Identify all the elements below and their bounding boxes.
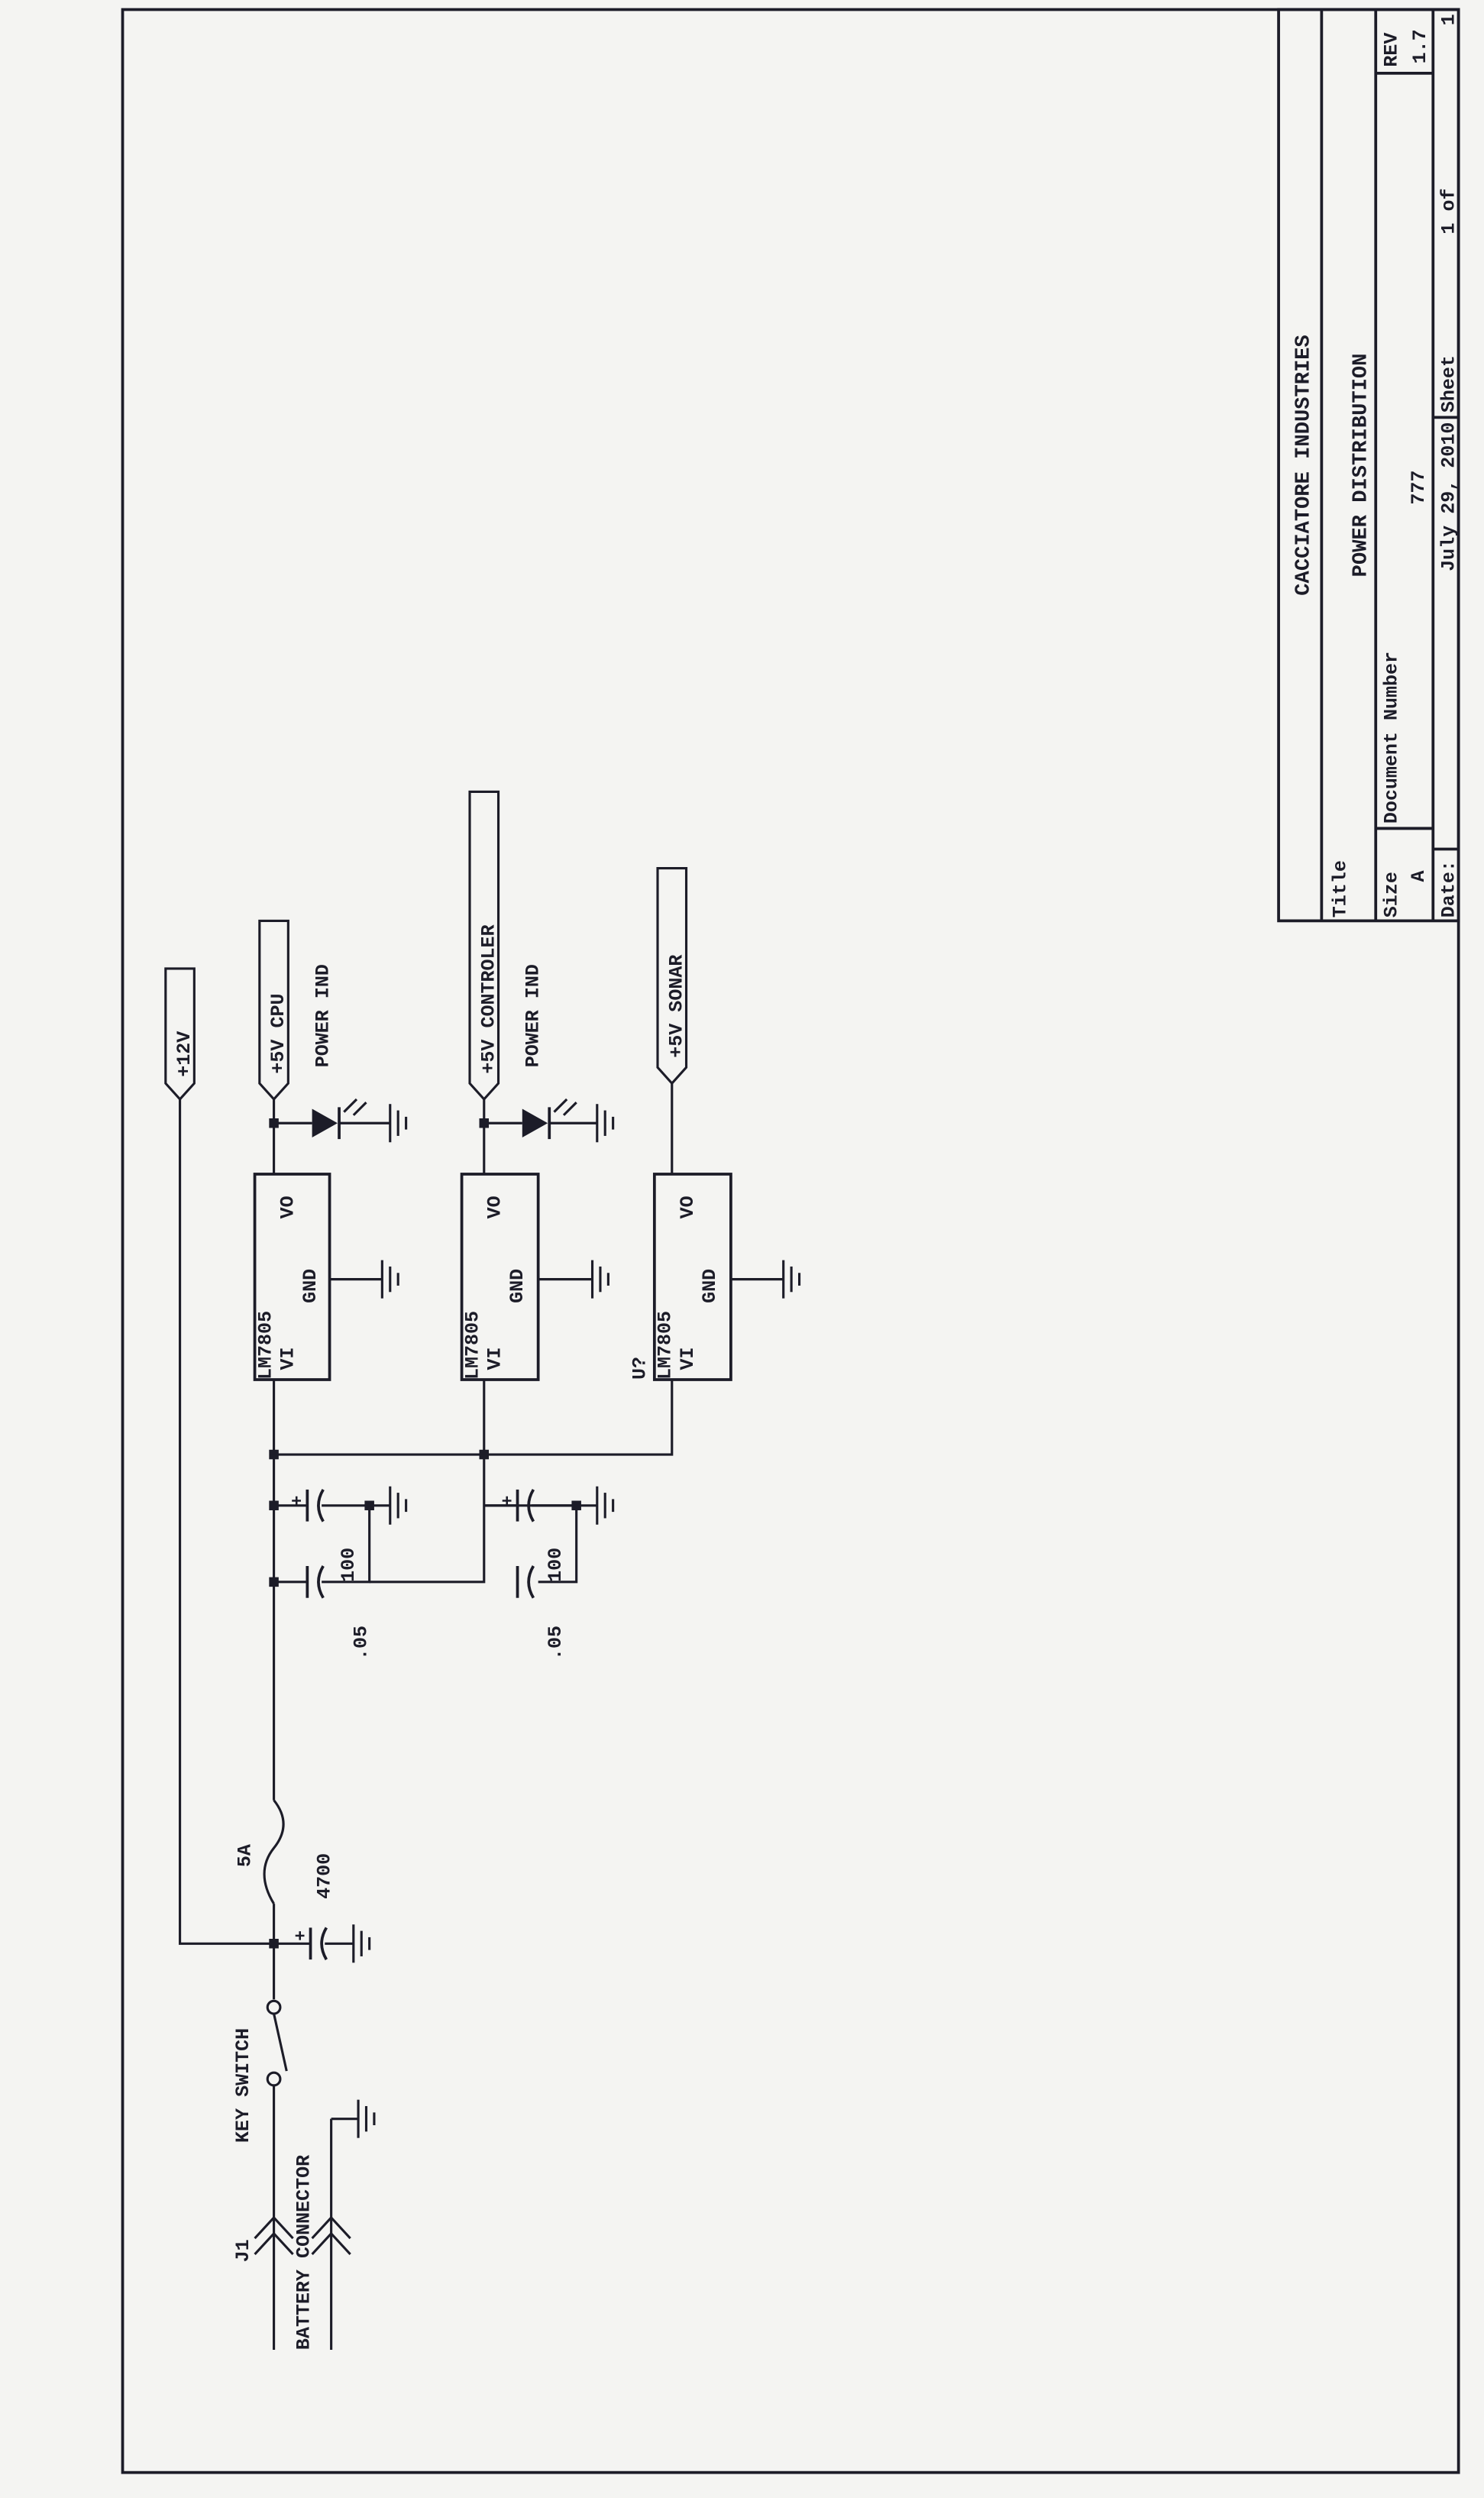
wires [179, 1083, 784, 2000]
rev-value: 1.7 [1409, 29, 1431, 63]
cap-label-05: .05 [350, 1626, 372, 1660]
sheet-label: Sheet [1437, 355, 1460, 413]
leds-1-label: POWER IND [522, 964, 545, 1067]
regulators-1-part-label: LM7805 [461, 1311, 483, 1380]
regulators-1-vo-label: VO [484, 1196, 506, 1218]
connector-label-label: BATTERY CONNECTOR [293, 2155, 315, 2350]
title-block: CACCIATORE INDUSTRIES Title POWER DISTRI… [1277, 8, 1460, 923]
battery-connector: J1 BATTERY CONNECTOR [232, 2085, 359, 2351]
junction-dots [269, 1118, 581, 1949]
fuse-label: 5A [234, 1843, 256, 1867]
led-controller: POWER IND [522, 964, 577, 1140]
regulators-1-gnd-label: GND [506, 1269, 529, 1303]
regulators-2-part-label: LM7805 [655, 1311, 677, 1380]
leds-0-label: POWER IND [312, 964, 334, 1067]
net-flag-12v: +12V [164, 967, 196, 1102]
regulators-2-ref-label: U? [629, 1357, 651, 1380]
regulators-0-part-label: LM7805 [254, 1311, 276, 1380]
doc-number-label: Document Number [1380, 652, 1402, 823]
size-value: A [1408, 870, 1430, 882]
regulators-0-vo-label: VO [277, 1196, 299, 1218]
regulators-2-gnd-label: GND [699, 1269, 721, 1303]
fuse: 5A [234, 1799, 285, 1904]
ground-symbols [352, 1102, 801, 2140]
regulators-1-vi-label: VI [484, 1347, 506, 1370]
cap-label-100: 100 [545, 1548, 567, 1582]
drawing-title: POWER DISTRIBUTION [1350, 354, 1373, 578]
regulators-2-vo-label: VO [677, 1196, 699, 1218]
led-cpu: POWER IND [312, 964, 367, 1140]
nets-sonar-label: +5V SONAR [665, 955, 687, 1058]
sheet-total: 1 [1437, 14, 1460, 25]
switch-label: KEY SWITCH [232, 2028, 254, 2143]
nets-v12-label: +12V [173, 1031, 196, 1077]
regulator-controller: LM7805 VI GND VO [460, 1173, 540, 1381]
regulator-cpu: LM7805 VI GND VO [253, 1173, 331, 1381]
nets-cpu-label: +5V CPU [267, 993, 289, 1073]
cap-label-100: 100 [338, 1548, 360, 1582]
rev-label: REV [1380, 33, 1402, 67]
regulators-0-vi-label: VI [277, 1347, 299, 1370]
cap-label-05: .05 [545, 1626, 567, 1660]
net-flag-5v-sonar: +5V SONAR [656, 867, 687, 1086]
sheet-number: 1 of [1437, 188, 1460, 234]
regulator-sonar: U? LM7805 VI GND VO [629, 1173, 732, 1381]
caps-plus-label: + [498, 1496, 518, 1506]
regulators-2-vi-label: VI [677, 1347, 699, 1370]
capacitors: + + + 100 .05 100 .05 4700 [288, 1488, 567, 1961]
caps-plus-label: + [288, 1496, 308, 1506]
net-flag-5v-controller: +5V CONTROLER [468, 790, 500, 1102]
regulators-0-gnd-label: GND [299, 1269, 322, 1303]
net-flag-5v-cpu: +5V CPU [258, 919, 289, 1102]
size-label: Size [1380, 872, 1402, 917]
caps-plus-label: + [291, 1930, 311, 1941]
title-label: Title [1330, 860, 1352, 917]
connector-ref-label: J1 [232, 2239, 254, 2262]
date-label: Date: [1437, 860, 1460, 917]
date-value: July 29, 2010 [1437, 422, 1460, 571]
doc-number: 777 [1408, 471, 1430, 505]
cap-label-4700: 4700 [314, 1853, 336, 1899]
sheet-border [121, 8, 1460, 2474]
nets-controller-label: +5V CONTROLER [477, 924, 500, 1073]
company-name: CACCIATORE INDUSTRIES [1292, 335, 1316, 595]
key-switch: KEY SWITCH [232, 1999, 288, 2143]
